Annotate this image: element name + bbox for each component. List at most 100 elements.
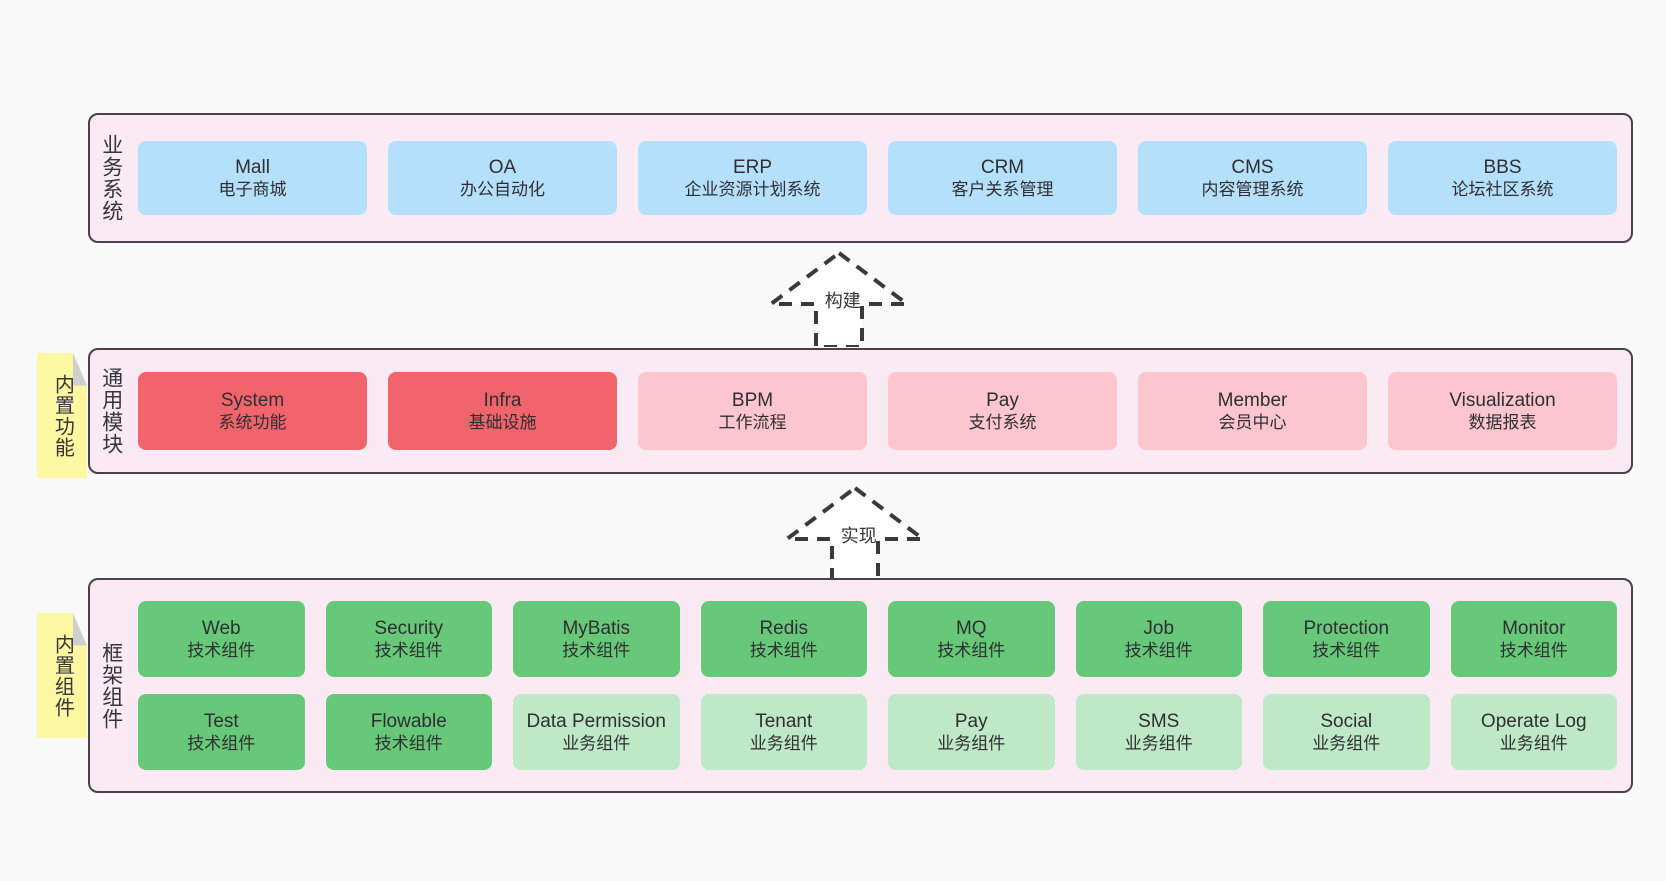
card-cms[interactable]: CMS 内容管理系统 bbox=[1138, 141, 1367, 215]
card-title: Pay bbox=[954, 710, 988, 732]
card-title: CMS bbox=[1231, 156, 1274, 178]
card-title: Operate Log bbox=[1480, 710, 1587, 732]
card-title: Mall bbox=[235, 156, 270, 178]
card-redis[interactable]: Redis 技术组件 bbox=[700, 601, 867, 677]
card-subtitle: 基础设施 bbox=[468, 413, 537, 433]
note-fold-icon bbox=[73, 613, 87, 646]
card-subtitle: 业务组件 bbox=[1312, 734, 1381, 754]
card-mall[interactable]: Mall 电子商城 bbox=[138, 141, 367, 215]
card-subtitle: 技术组件 bbox=[1124, 641, 1193, 661]
card-title: Member bbox=[1217, 389, 1288, 411]
card-pay[interactable]: Pay 支付系统 bbox=[888, 372, 1117, 450]
card-subtitle: 内容管理系统 bbox=[1201, 180, 1304, 200]
connector-build-label: 构建 bbox=[824, 291, 861, 311]
note-builtin-component-label: 内置组件 bbox=[51, 633, 74, 718]
layer-business-title: 业务系统 bbox=[99, 134, 123, 222]
card-subtitle: 会员中心 bbox=[1218, 413, 1287, 433]
card-member[interactable]: Member 会员中心 bbox=[1138, 372, 1367, 450]
card-tenant[interactable]: Tenant 业务组件 bbox=[700, 694, 867, 770]
card-system[interactable]: System 系统功能 bbox=[138, 372, 367, 450]
card-protection[interactable]: Protection 技术组件 bbox=[1263, 601, 1430, 677]
card-oa[interactable]: OA 办公自动化 bbox=[388, 141, 617, 215]
card-title: Redis bbox=[759, 617, 809, 639]
card-title: MyBatis bbox=[562, 617, 631, 639]
layer-common-body: System 系统功能 Infra 基础设施 BPM 工作流程 Pay 支付系统… bbox=[132, 350, 1631, 472]
card-title: Web bbox=[201, 617, 241, 639]
card-title: Visualization bbox=[1449, 389, 1556, 411]
card-security[interactable]: Security 技术组件 bbox=[325, 601, 492, 677]
card-flowable[interactable]: Flowable 技术组件 bbox=[325, 694, 492, 770]
note-builtin-component: 内置组件 bbox=[37, 613, 87, 738]
layer-common-title: 通用模块 bbox=[99, 367, 123, 455]
card-subtitle: 技术组件 bbox=[937, 641, 1006, 661]
card-infra[interactable]: Infra 基础设施 bbox=[388, 372, 617, 450]
card-subtitle: 业务组件 bbox=[1499, 734, 1568, 754]
card-sms[interactable]: SMS 业务组件 bbox=[1075, 694, 1242, 770]
layer-business-body: Mall 电子商城 OA 办公自动化 ERP 企业资源计划系统 CRM 客户关系… bbox=[132, 115, 1631, 241]
layer-framework-title: 框架组件 bbox=[99, 641, 123, 730]
layer-common-modules: 通用模块 System 系统功能 Infra 基础设施 BPM 工作流程 Pay… bbox=[88, 348, 1633, 474]
business-cards-row: Mall 电子商城 OA 办公自动化 ERP 企业资源计划系统 CRM 客户关系… bbox=[138, 141, 1617, 215]
card-title: Tenant bbox=[755, 710, 813, 732]
card-mq[interactable]: MQ 技术组件 bbox=[888, 601, 1055, 677]
card-operate-log[interactable]: Operate Log 业务组件 bbox=[1450, 694, 1617, 770]
connector-implement-arrow-icon bbox=[781, 485, 929, 584]
card-social[interactable]: Social 业务组件 bbox=[1263, 694, 1430, 770]
card-subtitle: 技术组件 bbox=[187, 641, 256, 661]
card-subtitle: 系统功能 bbox=[218, 413, 287, 433]
card-subtitle: 企业资源计划系统 bbox=[684, 180, 821, 200]
card-visualization[interactable]: Visualization 数据报表 bbox=[1388, 372, 1617, 450]
card-title: BPM bbox=[731, 389, 774, 411]
card-title: Flowable bbox=[370, 710, 447, 732]
card-title: ERP bbox=[732, 156, 773, 178]
card-subtitle: 办公自动化 bbox=[460, 180, 545, 200]
connector-build: 构建 bbox=[744, 247, 934, 349]
note-fold-icon bbox=[73, 353, 87, 386]
card-title: Pay bbox=[986, 389, 1019, 411]
card-title: Data Permission bbox=[526, 710, 666, 732]
connector-implement: 实现 bbox=[760, 482, 950, 584]
card-test[interactable]: Test 技术组件 bbox=[138, 694, 305, 770]
card-subtitle: 客户关系管理 bbox=[951, 180, 1054, 200]
card-monitor[interactable]: Monitor 技术组件 bbox=[1450, 601, 1617, 677]
card-subtitle: 技术组件 bbox=[562, 641, 631, 661]
card-subtitle: 业务组件 bbox=[749, 734, 818, 754]
card-title: Test bbox=[203, 710, 239, 732]
card-crm[interactable]: CRM 客户关系管理 bbox=[888, 141, 1117, 215]
card-subtitle: 支付系统 bbox=[968, 413, 1037, 433]
card-title: Infra bbox=[483, 389, 522, 411]
framework-cards-row-1: Web 技术组件 Security 技术组件 MyBatis 技术组件 Redi… bbox=[138, 601, 1617, 677]
card-bpm[interactable]: BPM 工作流程 bbox=[638, 372, 867, 450]
card-title: Monitor bbox=[1502, 617, 1566, 639]
card-mybatis[interactable]: MyBatis 技术组件 bbox=[513, 601, 680, 677]
card-job[interactable]: Job 技术组件 bbox=[1075, 601, 1242, 677]
card-subtitle: 数据报表 bbox=[1468, 413, 1537, 433]
card-title: BBS bbox=[1483, 156, 1522, 178]
card-subtitle: 技术组件 bbox=[374, 734, 443, 754]
card-erp[interactable]: ERP 企业资源计划系统 bbox=[638, 141, 867, 215]
card-title: MQ bbox=[955, 617, 987, 639]
card-pay-biz[interactable]: Pay 业务组件 bbox=[888, 694, 1055, 770]
card-subtitle: 技术组件 bbox=[1312, 641, 1381, 661]
card-subtitle: 技术组件 bbox=[749, 641, 818, 661]
layer-framework-body: Web 技术组件 Security 技术组件 MyBatis 技术组件 Redi… bbox=[132, 580, 1631, 791]
card-title: OA bbox=[488, 156, 517, 178]
framework-cards-row-2: Test 技术组件 Flowable 技术组件 Data Permission … bbox=[138, 694, 1617, 770]
common-cards-row: System 系统功能 Infra 基础设施 BPM 工作流程 Pay 支付系统… bbox=[138, 372, 1617, 450]
card-bbs[interactable]: BBS 论坛社区系统 bbox=[1388, 141, 1617, 215]
card-subtitle: 业务组件 bbox=[562, 734, 631, 754]
card-web[interactable]: Web 技术组件 bbox=[138, 601, 305, 677]
card-title: Security bbox=[374, 617, 444, 639]
card-title: CRM bbox=[980, 156, 1025, 178]
card-data-permission[interactable]: Data Permission 业务组件 bbox=[513, 694, 680, 770]
connector-implement-label: 实现 bbox=[840, 526, 877, 546]
card-title: SMS bbox=[1138, 710, 1180, 732]
card-subtitle: 技术组件 bbox=[1499, 641, 1568, 661]
card-subtitle: 工作流程 bbox=[718, 413, 787, 433]
note-builtin-function-label: 内置功能 bbox=[51, 373, 74, 458]
card-subtitle: 业务组件 bbox=[1124, 734, 1193, 754]
card-subtitle: 电子商城 bbox=[218, 180, 287, 200]
connector-build-arrow-icon bbox=[765, 250, 913, 349]
layer-framework-components: 框架组件 Web 技术组件 Security 技术组件 MyBatis 技术组件… bbox=[88, 578, 1633, 793]
